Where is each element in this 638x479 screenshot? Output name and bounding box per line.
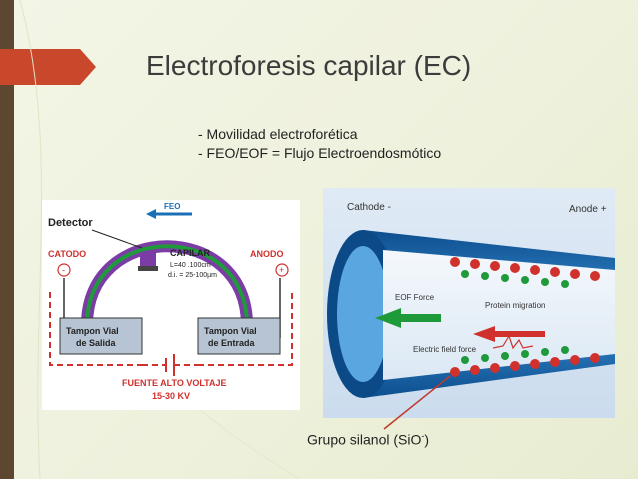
- electric-field-label: Electric field force: [413, 345, 477, 354]
- capillary-tube-diagram: Cathode - Anode + EOF Force Protein migr…: [323, 188, 615, 418]
- caption-close: ): [424, 431, 430, 448]
- power-label: FUENTE ALTO VOLTAJE: [122, 378, 227, 388]
- bullet-item: - Movilidad electroforética: [198, 126, 358, 142]
- ce-instrument-diagram: FEO Detector CATODO ANODO - + CAPILAR L=…: [42, 200, 300, 410]
- silanol-caption: Grupo silanol (SiO-): [307, 431, 429, 448]
- vial-left-line2: de Salida: [76, 338, 117, 348]
- bottom-charge-row: [450, 346, 600, 377]
- left-accent-bar: [0, 0, 14, 479]
- slide-title: Electroforesis capilar (EC): [146, 50, 472, 81]
- voltage-label: 15-30 KV: [152, 391, 190, 401]
- title-arrow-tab: [0, 49, 96, 85]
- top-charge-row: [450, 257, 600, 288]
- catodo-label: CATODO: [48, 249, 86, 259]
- bullet-item: - FEO/EOF = Flujo Electroendosmótico: [198, 145, 442, 161]
- protein-migration-label: Protein migration: [485, 301, 545, 310]
- minus-sign: -: [62, 265, 65, 275]
- vial-right-line2: de Entrada: [208, 338, 256, 348]
- anode-label: Anode +: [569, 204, 607, 215]
- plus-sign: +: [279, 265, 284, 275]
- detector-label: Detector: [48, 217, 93, 229]
- eof-arrow-icon: [375, 308, 441, 328]
- caption-charge: -: [421, 431, 425, 441]
- capilar-label: CAPILAR: [170, 248, 210, 258]
- vial-right-line1: Tampon Vial: [204, 326, 257, 336]
- vial-left-line1: Tampon Vial: [66, 326, 119, 336]
- capilar-length: L=40 .100cm: [170, 262, 211, 269]
- capilar-diameter: d.i. = 25-100µm: [168, 272, 217, 279]
- feo-label: FEO: [164, 202, 180, 211]
- anodo-label: ANODO: [250, 249, 284, 259]
- peak-trace: [492, 334, 534, 350]
- bullet-list: - Movilidad electroforética - FEO/EOF = …: [198, 125, 441, 163]
- protein-arrow-icon: [473, 326, 545, 342]
- caption-text: Grupo silanol (SiO: [307, 431, 422, 448]
- cathode-label: Cathode -: [347, 202, 391, 213]
- eof-force-label: EOF Force: [395, 293, 435, 302]
